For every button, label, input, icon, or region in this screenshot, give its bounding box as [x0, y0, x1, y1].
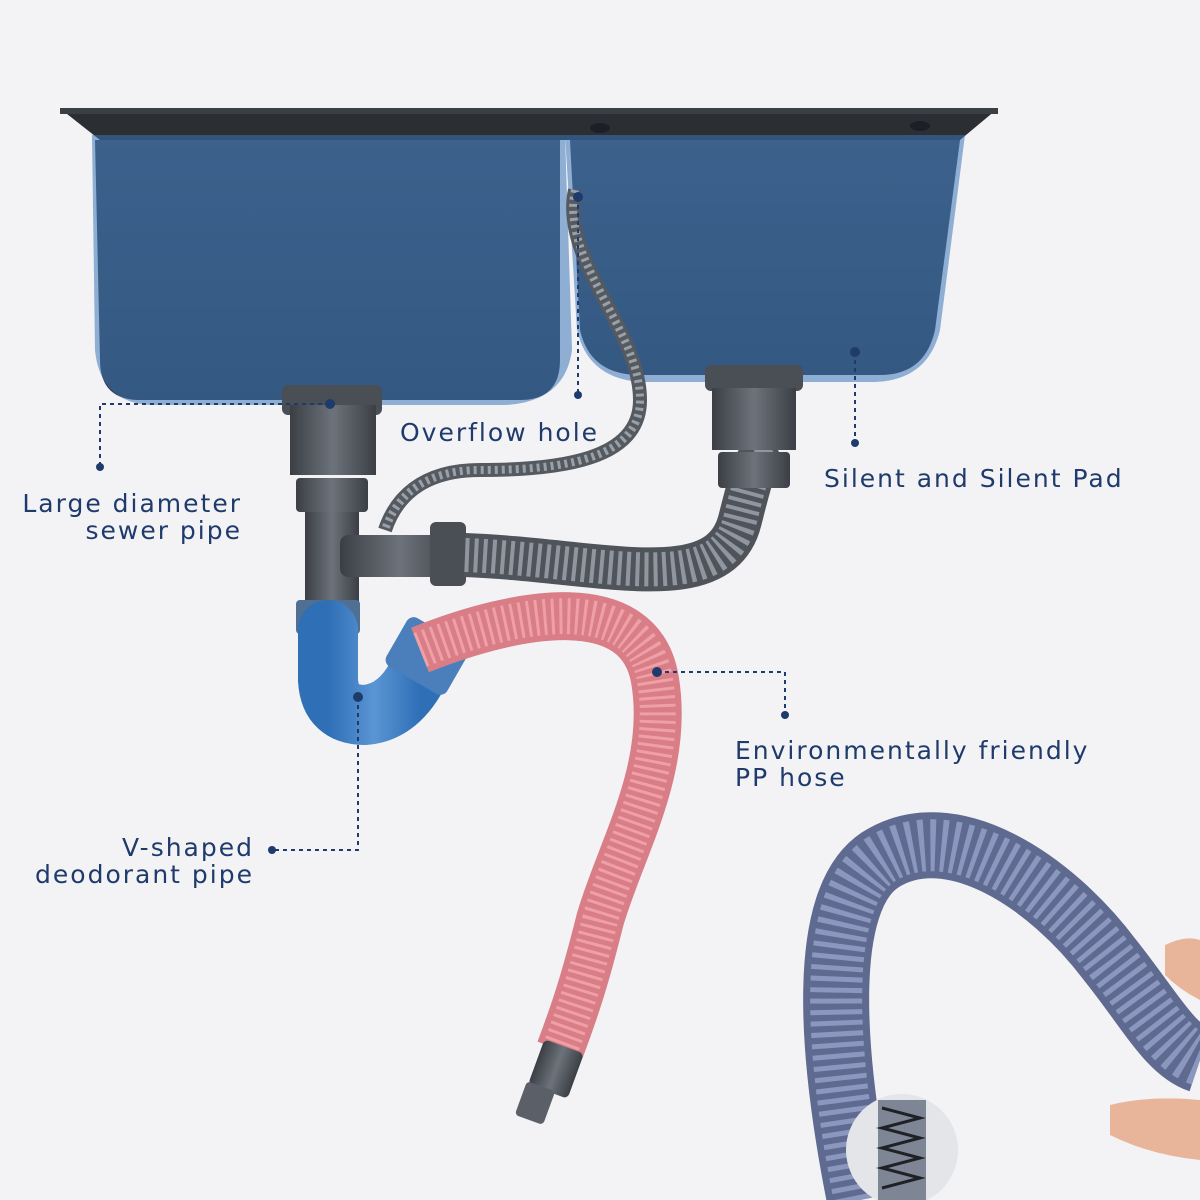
leader-sewer-pipe — [99, 403, 330, 467]
v-shaped-bend — [298, 600, 450, 746]
spring-cross-section — [846, 1094, 958, 1200]
hand-bottom — [1110, 1098, 1200, 1160]
sink — [60, 108, 998, 405]
leader-pp-hose — [657, 671, 786, 715]
dot-deodorant-bottom — [268, 846, 276, 854]
dot-deodorant-top — [353, 692, 363, 702]
label-deodorant-pipe: V-shaped deodorant pipe — [35, 833, 254, 889]
left-basin-blue-overlay — [92, 135, 572, 405]
label-sewer-pipe: Large diameter sewer pipe — [22, 489, 242, 545]
leader-deodorant — [272, 697, 359, 851]
left-drain-assembly — [282, 385, 382, 634]
sink-rim — [62, 110, 996, 140]
hand-top — [1165, 938, 1200, 1000]
dot-overflow-top — [573, 192, 583, 202]
dot-sewer-bottom — [96, 463, 104, 471]
pp-hose — [411, 592, 682, 1059]
right-drain-assembly — [705, 365, 803, 488]
inset-hose-photo — [803, 812, 1200, 1200]
leader-lines — [99, 197, 856, 851]
label-silent-pad: Silent and Silent Pad — [824, 464, 1124, 493]
dot-silent-pad-bottom — [851, 439, 859, 447]
dot-pp-hose-bottom — [781, 711, 789, 719]
dot-sewer-top — [325, 399, 335, 409]
label-pp-hose: Environmentally friendly PP hose — [735, 736, 1090, 792]
right-basin-blue-overlay — [565, 135, 965, 382]
dot-silent-pad-top — [850, 347, 860, 357]
label-overflow-hole: Overflow hole — [400, 418, 600, 447]
pp-hose-end-cap — [529, 1040, 583, 1098]
leader-dots — [96, 192, 860, 854]
dot-pp-hose-top — [652, 667, 662, 677]
dot-overflow-bottom — [574, 391, 582, 399]
spring-coil — [876, 1106, 926, 1190]
